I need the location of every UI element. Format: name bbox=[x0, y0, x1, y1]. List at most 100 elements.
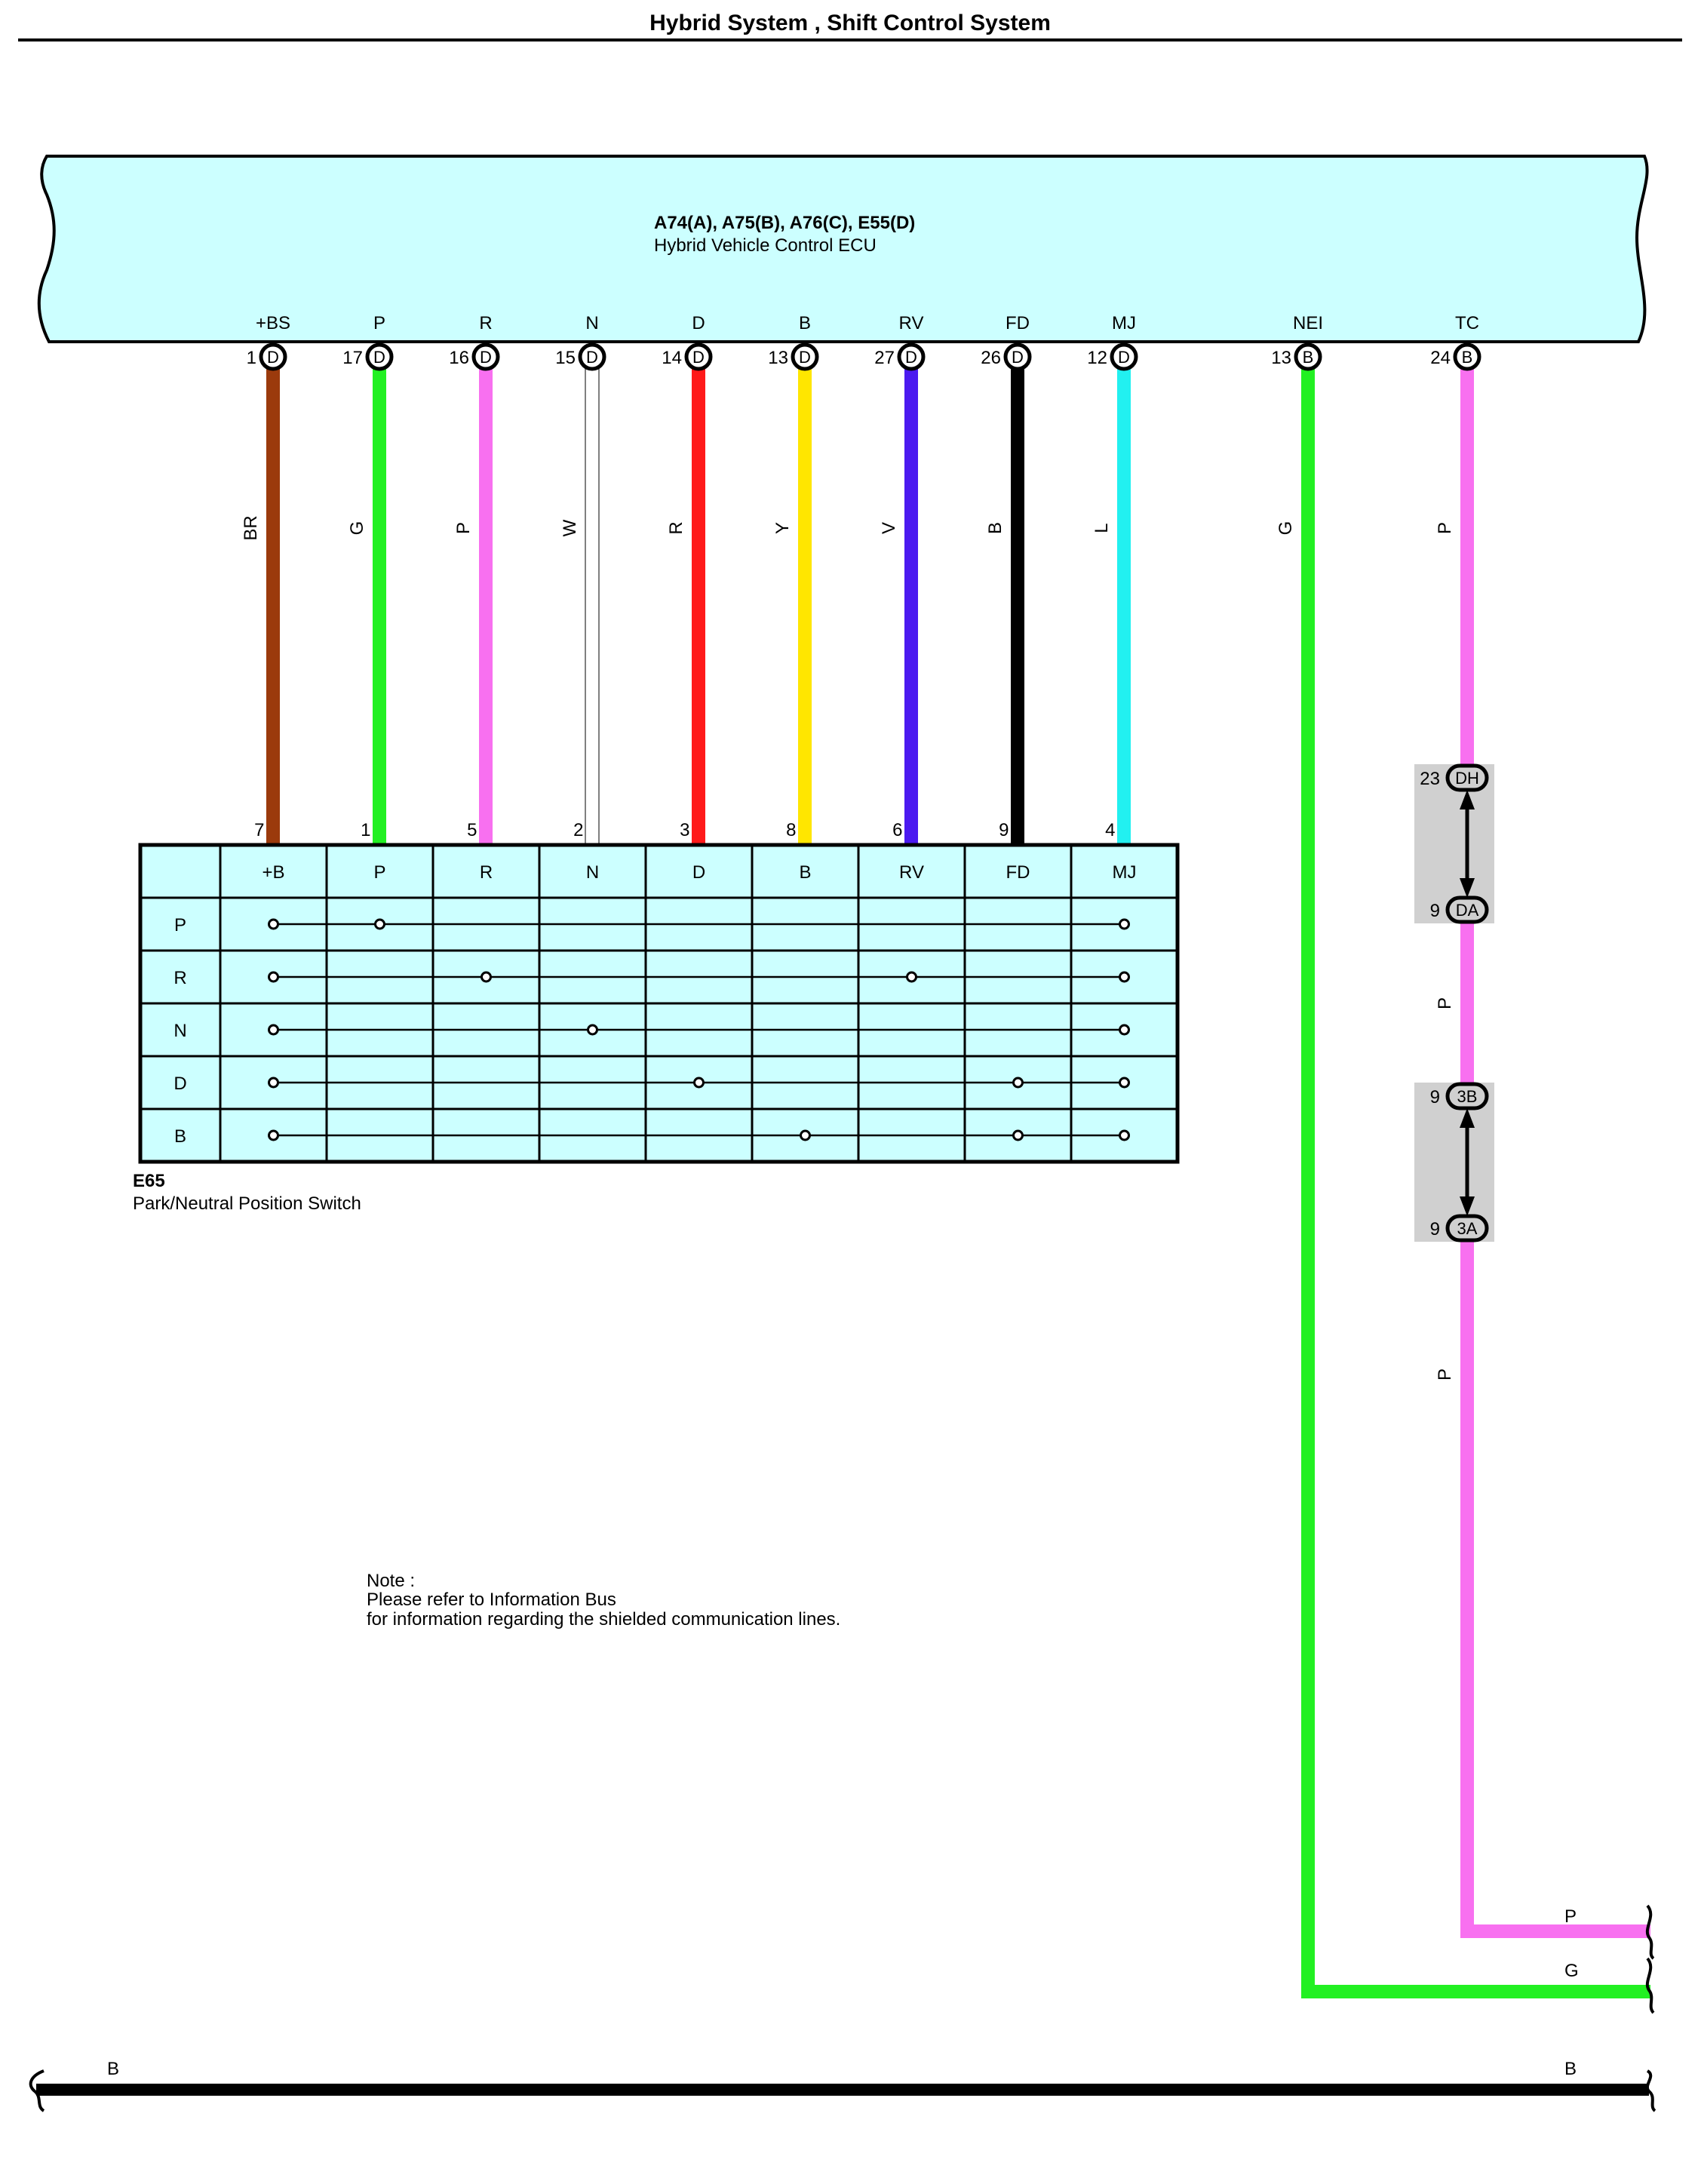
ecu-pin-connector: D bbox=[1118, 348, 1130, 367]
ecu-pin-connector: D bbox=[692, 348, 705, 367]
switch-pin-number: 2 bbox=[573, 820, 583, 840]
wire-color-code: L bbox=[1092, 523, 1112, 533]
wire-color-code: W bbox=[560, 519, 580, 536]
continuation-p-label: P bbox=[1564, 1906, 1577, 1927]
continuity-dot bbox=[693, 1077, 705, 1089]
wire-body bbox=[692, 357, 705, 845]
ecu-pin-circle bbox=[1003, 342, 1032, 371]
switch-pin-number: 8 bbox=[786, 820, 796, 840]
ecu-pin-connector: D bbox=[480, 348, 492, 367]
ecu-pin-label: MJ bbox=[1112, 313, 1136, 333]
wire-d: DD 14R bbox=[662, 313, 713, 845]
ecu-pin-label: D bbox=[692, 313, 705, 333]
junction-terminal bbox=[1445, 895, 1489, 924]
continuity-dot bbox=[374, 918, 385, 930]
ecu-pin-connector: B bbox=[1462, 348, 1473, 367]
switch-pin-number: 3 bbox=[680, 820, 689, 840]
continuity-dot bbox=[268, 1024, 279, 1036]
table-row: N bbox=[173, 1021, 1130, 1041]
continuity-dot bbox=[1119, 918, 1130, 930]
ecu-pin-connector: D bbox=[586, 348, 598, 367]
junction-terminal-id: DH bbox=[1455, 769, 1479, 788]
wire-body bbox=[479, 357, 493, 845]
ecu-pin-circle bbox=[578, 342, 606, 371]
continuity-dot bbox=[1119, 1129, 1130, 1141]
continuity-dot bbox=[1119, 1024, 1130, 1036]
ecu-pin-circle bbox=[471, 342, 500, 371]
table-row-label: P bbox=[174, 915, 186, 935]
continuity-dot bbox=[268, 1129, 279, 1141]
ecu-pin-number: 14 bbox=[662, 348, 682, 368]
wire-color-code: V bbox=[879, 522, 899, 534]
ecu-pin-circle bbox=[1453, 342, 1481, 371]
ecu-connectors: A74(A), A75(B), A76(C), E55(D) bbox=[654, 213, 915, 233]
wire-body bbox=[1301, 357, 1650, 1998]
ecu-pin-circle bbox=[684, 342, 713, 371]
wire-body bbox=[904, 357, 918, 845]
ecu-pin-label: RV bbox=[899, 313, 924, 333]
wire-body bbox=[1460, 357, 1650, 1938]
ecu-name: Hybrid Vehicle Control ECU bbox=[654, 235, 877, 256]
junction-terminal bbox=[1445, 763, 1489, 792]
tc-wire-label: P bbox=[1435, 1368, 1455, 1381]
continuity-dot bbox=[268, 918, 279, 930]
wire-color-code: B bbox=[985, 522, 1006, 534]
ground-bus-label-right: B bbox=[1564, 2059, 1577, 2079]
ecu-pin-number: 26 bbox=[981, 348, 1001, 368]
junction-terminal bbox=[1445, 1082, 1489, 1110]
table-col-header: N bbox=[586, 862, 599, 883]
ecu-pin-connector: B bbox=[1303, 348, 1314, 367]
ecu-pin-label: FD bbox=[1006, 313, 1030, 333]
wire-body bbox=[585, 356, 600, 846]
page-title: Hybrid System , Shift Control System bbox=[649, 11, 1051, 35]
junction-pin-number: 23 bbox=[1420, 769, 1440, 789]
junction-terminal-id: 3B bbox=[1457, 1087, 1478, 1106]
continuity-dot bbox=[1119, 1077, 1130, 1089]
table-row: B bbox=[174, 1126, 1130, 1147]
table-col-header: RV bbox=[899, 862, 924, 883]
ecu-pin-connector: D bbox=[905, 348, 917, 367]
ecu-pin-label: NEI bbox=[1293, 313, 1323, 333]
wire-color-code: G bbox=[347, 521, 367, 536]
ecu-pin-label: TC bbox=[1455, 313, 1479, 333]
table-row: P bbox=[174, 915, 1130, 935]
table-row-label: D bbox=[173, 1074, 186, 1094]
continuation-g-label: G bbox=[1564, 1961, 1579, 1981]
switch-pin-number: 6 bbox=[892, 820, 902, 840]
wire-body bbox=[1011, 357, 1024, 845]
note-title: Note : bbox=[367, 1571, 415, 1591]
ecu-block bbox=[37, 155, 1649, 343]
wire-body bbox=[373, 357, 386, 845]
junction-terminal-id: 3A bbox=[1457, 1219, 1478, 1238]
wire-color-code: G bbox=[1276, 521, 1296, 536]
junction-arrow-head-up bbox=[1460, 1108, 1475, 1128]
junction-pin-number: 9 bbox=[1430, 1087, 1440, 1107]
table-col-header: B bbox=[799, 862, 811, 883]
table-col-header: +B bbox=[262, 862, 284, 883]
ecu-pin-number: 13 bbox=[768, 348, 788, 368]
continuity-dot bbox=[587, 1024, 598, 1036]
continuity-dot bbox=[800, 1129, 811, 1141]
continuation-break-p bbox=[1646, 1904, 1655, 1960]
switch-pin-number: 4 bbox=[1105, 820, 1115, 840]
continuity-dot bbox=[481, 971, 492, 983]
ecu-pin-number: 1 bbox=[247, 348, 256, 368]
ecu-pin-connector: D bbox=[799, 348, 811, 367]
junction-arrow-head-down bbox=[1460, 1196, 1475, 1216]
junction-terminal-id: DA bbox=[1456, 901, 1479, 920]
junction-terminal bbox=[1445, 1214, 1489, 1243]
wire-body bbox=[798, 357, 812, 845]
table-row-label: B bbox=[174, 1126, 186, 1147]
ecu-pin-number: 15 bbox=[555, 348, 576, 368]
continuity-dot bbox=[1012, 1129, 1024, 1141]
wire-color-code: R bbox=[666, 521, 686, 534]
ecu-pin-number: 12 bbox=[1087, 348, 1107, 368]
wire-body bbox=[266, 357, 280, 845]
table-row-label: N bbox=[173, 1021, 186, 1041]
junction-pin-number: 9 bbox=[1430, 901, 1440, 921]
